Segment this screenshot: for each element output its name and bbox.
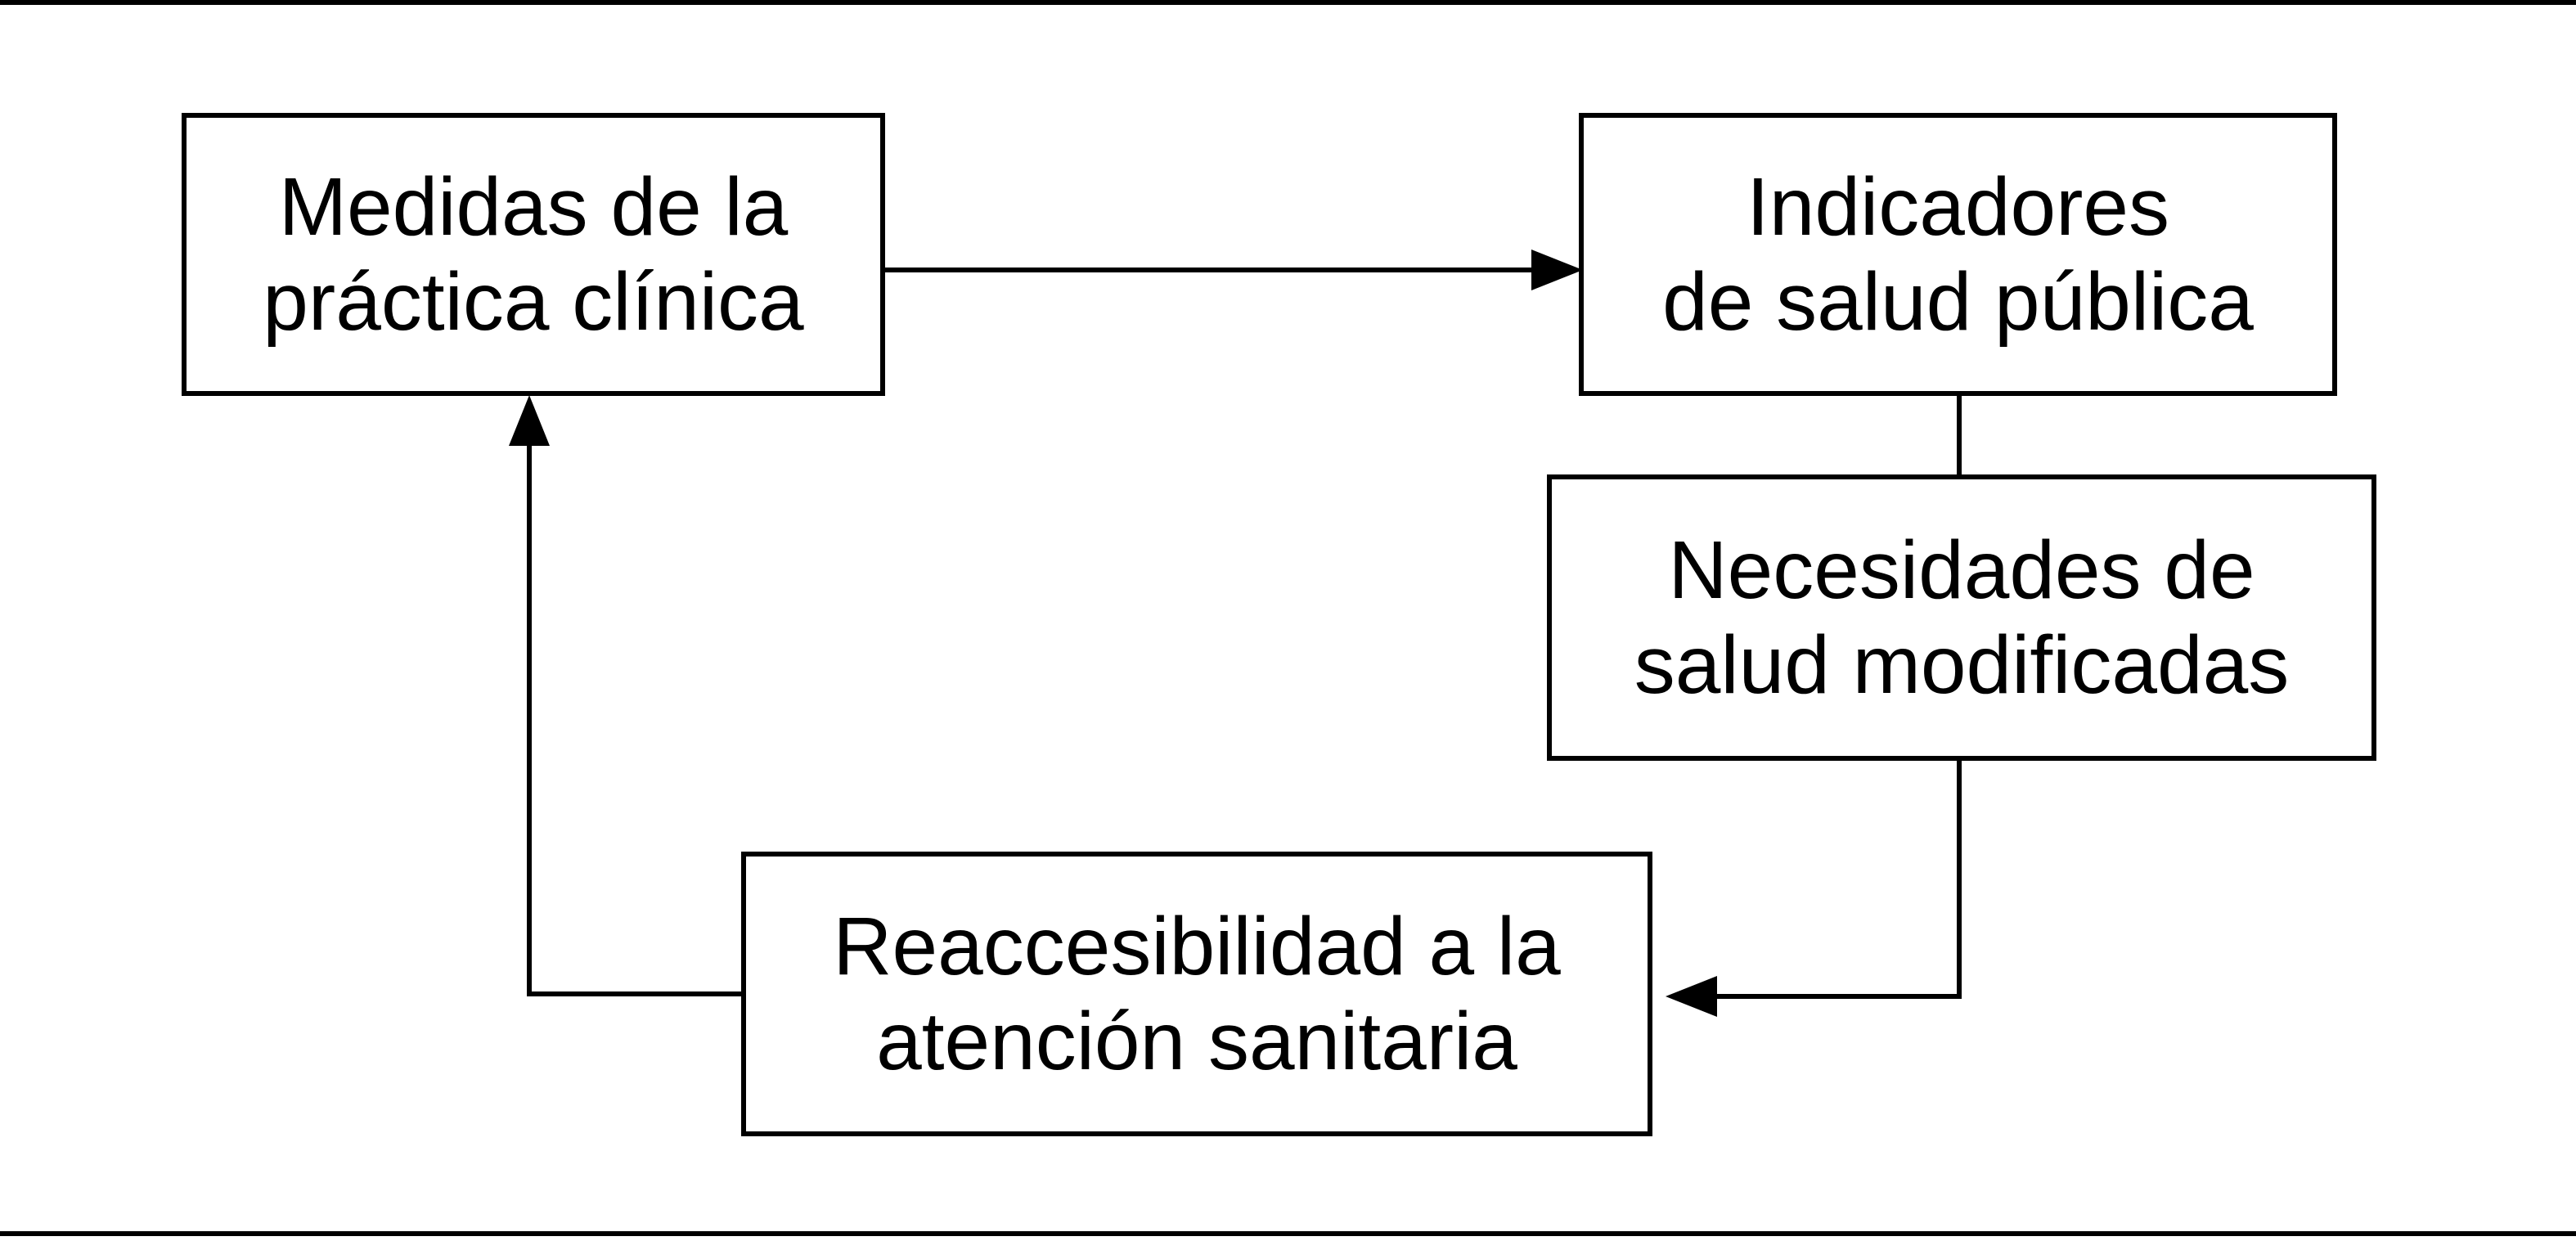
node-health-needs-line-1: Necesidades de xyxy=(1668,524,2255,616)
edge-clinical-to-public-health-arrowhead xyxy=(1531,250,1583,290)
node-clinical-practice-line-1: Medidas de la xyxy=(278,161,789,253)
node-reaccessibility-line-1: Reaccesibilidad a la xyxy=(833,901,1561,992)
node-public-health-line-2: de salud pública xyxy=(1662,256,2254,348)
node-reaccessibility-line-2: atención sanitaria xyxy=(876,996,1517,1087)
node-public-health-line-1: Indicadores xyxy=(1747,161,2169,253)
top-border-rule xyxy=(0,0,2576,5)
node-healthcare-reaccessibility: Reaccesibilidad a la atención sanitaria xyxy=(741,852,1652,1136)
node-public-health-indicators: Indicadores de salud pública xyxy=(1579,113,2337,396)
node-modified-health-needs: Necesidades de salud modificadas xyxy=(1547,474,2376,761)
edge-needs-to-reaccessibility-line xyxy=(1706,758,1962,999)
edge-reaccessibility-to-clinical-arrowhead xyxy=(509,395,550,446)
bottom-border-rule xyxy=(0,1231,2576,1236)
node-health-needs-line-2: salud modificadas xyxy=(1634,619,2290,711)
edge-reaccessibility-to-clinical-line xyxy=(527,438,744,996)
node-clinical-practice-line-2: práctica clínica xyxy=(263,256,804,348)
edge-needs-to-reaccessibility-arrowhead xyxy=(1666,976,1717,1017)
node-clinical-practice-measures: Medidas de la práctica clínica xyxy=(182,113,885,396)
